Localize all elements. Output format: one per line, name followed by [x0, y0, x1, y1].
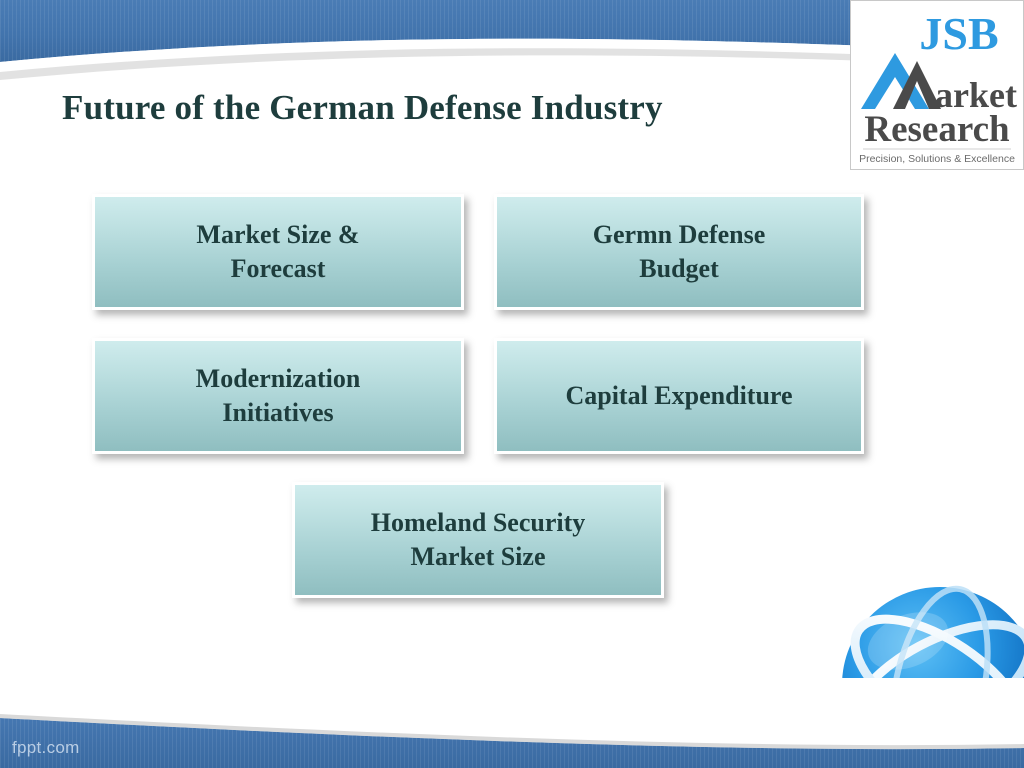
top-band-shape	[0, 0, 1024, 80]
logo-graphic: JSB arket Research Precision, Solutions …	[851, 1, 1023, 169]
topic-line-2: Budget	[639, 254, 719, 283]
topic-box-homeland-security-market-size[interactable]: Homeland Security Market Size	[292, 482, 664, 598]
topic-box-capital-expenditure[interactable]: Capital Expenditure	[494, 338, 864, 454]
topic-box-label: Capital Expenditure	[565, 380, 793, 410]
topic-box-german-defense-budget[interactable]: Germn Defense Budget	[494, 194, 864, 310]
bottom-decorative-band: fppt.com	[0, 678, 1024, 768]
topic-box-modernization-initiatives[interactable]: Modernization Initiatives	[92, 338, 464, 454]
logo-tagline: Precision, Solutions & Excellence	[859, 153, 1015, 165]
topic-line-2: Market Size	[410, 542, 546, 571]
topic-line-2: Forecast	[230, 254, 326, 283]
mountain-dark-peak-icon	[893, 61, 941, 109]
topic-line-1: Homeland Security	[370, 507, 586, 537]
topic-line-1: Market Size &	[196, 219, 360, 249]
topic-line-1: Modernization	[195, 363, 361, 393]
jsb-market-research-logo: JSB arket Research Precision, Solutions …	[850, 0, 1024, 170]
topic-box-label: Germn Defense Budget	[583, 218, 776, 287]
logo-jsb-text: JSB	[919, 8, 998, 59]
logo-research-text: Research	[864, 109, 1010, 150]
mountain-icon	[861, 53, 929, 109]
page-title: Future of the German Defense Industry	[62, 88, 663, 127]
topic-line-2: Initiatives	[222, 398, 334, 427]
top-decorative-band	[0, 0, 1024, 80]
globe-highlight	[867, 612, 949, 670]
topic-line-1: Germn Defense	[592, 219, 766, 249]
logo-market-text: arket	[935, 75, 1017, 115]
topic-box-label: Market Size & Forecast	[186, 218, 369, 287]
topic-box-label: Modernization Initiatives	[186, 362, 371, 431]
topic-box-market-size[interactable]: Market Size & Forecast	[92, 194, 464, 310]
topic-box-label: Homeland Security Market Size	[361, 506, 596, 575]
bottom-band-shape	[0, 678, 1024, 768]
fppt-watermark: fppt.com	[12, 738, 80, 757]
